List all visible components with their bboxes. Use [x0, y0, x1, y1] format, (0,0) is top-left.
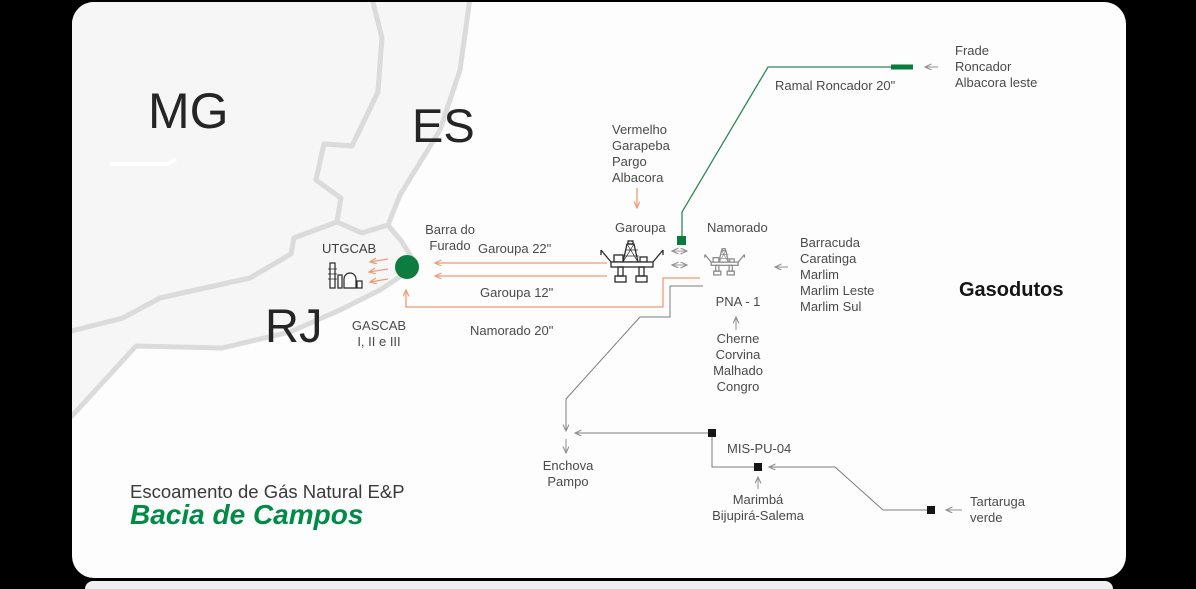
ramal-junction-square — [677, 236, 686, 245]
field-group-enchova: Enchova Pampo — [542, 458, 594, 489]
pipeline-namorado-enchova-line — [566, 285, 703, 431]
platform-label-namorado: Namorado — [707, 220, 768, 235]
utgcab-factory-icon — [328, 262, 363, 289]
utgcab-feed-arrow-1 — [370, 259, 389, 262]
field-group-namorado: Barracuda Caratinga Marlim Marlim Leste … — [800, 235, 875, 314]
state-rj-shape — [72, 219, 415, 419]
utgcab-label: UTGCAB — [322, 241, 377, 256]
mispu04-junction-square — [708, 429, 716, 437]
field-group-north: Frade Roncador Albacora leste — [955, 43, 1038, 90]
pipeline-label-garoupa22: Garoupa 22" — [478, 241, 552, 256]
garoupa-platform-icon — [600, 240, 664, 283]
state-label-mg: MG — [148, 83, 229, 139]
next-card-edge — [85, 581, 1113, 589]
platform-label-pna1: PNA - 1 — [715, 294, 761, 309]
pipeline-label-garoupa12: Garoupa 12" — [480, 285, 554, 300]
diagram-card: MG ES RJ UTGCAB Barra do Furado GASCAB I… — [72, 2, 1126, 578]
namorado-platform-icon — [704, 248, 746, 276]
section-title-gasodutos: Gasodutos — [959, 279, 1064, 301]
platform-label-mispu04: MIS-PU-04 — [727, 441, 792, 456]
pipeline-diagram-canvas — [72, 2, 962, 514]
utgcab-feed-arrow-2 — [369, 269, 389, 272]
footer-subtitle: Escoamento de Gás Natural E&P — [130, 481, 405, 502]
field-group-pna: Cherne Corvina Malhado Congro — [713, 331, 763, 394]
footer-title: Bacia de Campos — [130, 499, 364, 530]
utgcab-feed-arrow-3 — [370, 279, 389, 282]
pipeline-label-ramal-roncador: Ramal Roncador 20" — [775, 78, 896, 93]
barra-do-furado-terminal-dot — [395, 255, 419, 279]
mispu04-junction-link — [711, 437, 756, 468]
field-group-garoupa: Vermelho Garapeba Pargo Albacora — [612, 122, 670, 185]
pipeline-ramal-roncador-line — [681, 66, 893, 241]
pipeline-namorado-20-line — [406, 277, 700, 308]
platform-label-garoupa: Garoupa — [615, 220, 666, 235]
gascab-label: GASCAB I, II e III — [351, 318, 407, 349]
mg-inner-boundary — [110, 157, 178, 166]
barra-do-furado-label: Barra do Furado — [425, 222, 475, 253]
pipeline-label-namorado20: Namorado 20" — [470, 323, 554, 338]
state-label-es: ES — [412, 99, 475, 152]
field-group-marimba: Marimbá Bijupirá-Salema — [712, 492, 804, 523]
tartaruga-junction-square — [927, 506, 935, 514]
field-group-tartaruga: Tartaruga verde — [970, 494, 1025, 525]
marimba-junction-square — [754, 463, 762, 471]
pipeline-tartaruga-mispu04-line — [769, 467, 930, 511]
state-label-rj: RJ — [265, 299, 323, 352]
